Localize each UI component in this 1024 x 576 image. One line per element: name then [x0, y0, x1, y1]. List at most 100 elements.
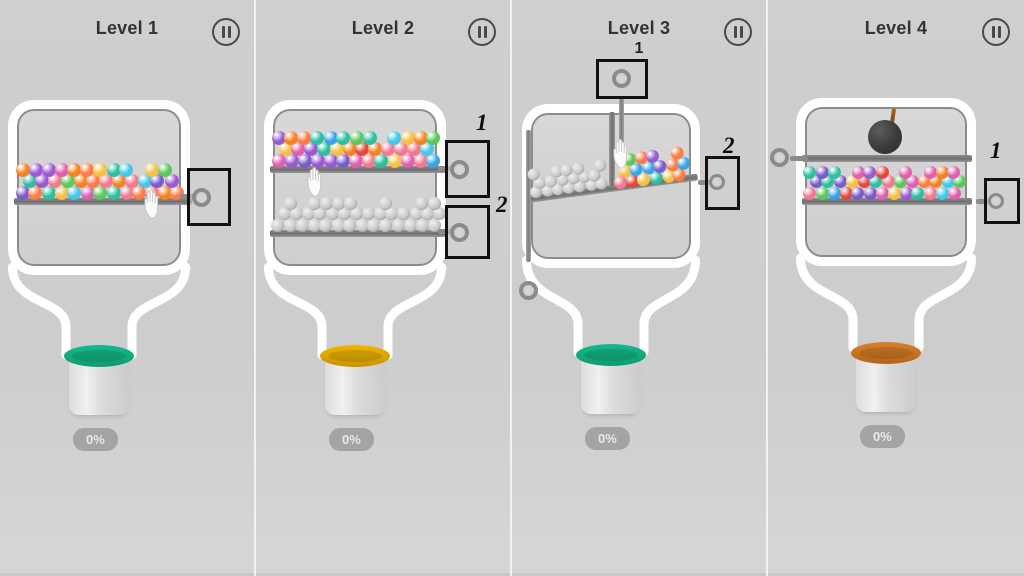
ball: [815, 187, 829, 201]
collector-cup: [320, 345, 390, 417]
ball: [881, 175, 895, 189]
ball: [319, 219, 333, 233]
ball: [387, 153, 402, 168]
ball: [16, 185, 31, 200]
ring-pin-icon[interactable]: [709, 174, 725, 190]
ball: [427, 219, 441, 233]
ball: [355, 142, 370, 157]
gate-bar-1: [14, 198, 192, 205]
ball: [380, 142, 395, 157]
ball: [28, 185, 43, 200]
ball: [313, 207, 327, 221]
page-title: Level 2: [351, 18, 415, 38]
ball: [391, 219, 405, 233]
ball: [396, 207, 410, 221]
pause-icon[interactable]: [212, 18, 240, 46]
ball: [295, 219, 309, 233]
pause-icon[interactable]: [982, 18, 1010, 46]
ball: [137, 173, 152, 188]
progress-badge: 0%: [73, 428, 118, 451]
ring-pin-icon[interactable]: [519, 281, 538, 300]
ring-pin-icon[interactable]: [450, 160, 469, 179]
ball: [367, 142, 382, 157]
ball: [157, 185, 172, 200]
pin-number-label: 2: [723, 133, 735, 158]
ball: [864, 187, 878, 201]
page-title: Level 1: [95, 18, 159, 38]
pause-icon[interactable]: [724, 18, 752, 46]
ring-pin-icon[interactable]: [988, 193, 1004, 209]
ball: [875, 187, 889, 201]
pin-number-label: 1: [634, 40, 644, 57]
ball: [923, 166, 937, 179]
ball: [284, 130, 299, 145]
ball: [911, 187, 925, 201]
ball: [278, 142, 293, 157]
ball: [840, 187, 854, 201]
ball: [571, 161, 585, 175]
ball: [426, 130, 441, 145]
ball: [290, 207, 304, 221]
hand-cursor-icon: [142, 188, 168, 220]
ball: [42, 185, 57, 200]
ball: [425, 153, 440, 168]
ball: [325, 207, 339, 221]
ball: [407, 142, 422, 157]
ball: [119, 185, 134, 200]
ball: [54, 185, 69, 200]
ball: [432, 207, 446, 221]
ball: [362, 207, 376, 221]
pin-number-label: 1: [476, 110, 488, 135]
ball: [936, 187, 950, 201]
ball: [414, 130, 429, 145]
progress-badge: 0%: [329, 428, 374, 451]
ball: [41, 162, 56, 177]
level-panel-1: Level 1 0%: [0, 0, 256, 576]
ball: [307, 219, 321, 233]
jar-funnel: [264, 262, 446, 360]
cup-rim: [851, 342, 921, 364]
ball: [401, 153, 416, 168]
ball: [348, 153, 363, 168]
ball: [362, 130, 377, 145]
ball: [16, 162, 31, 177]
ball: [420, 142, 435, 157]
pause-icon[interactable]: [468, 18, 496, 46]
ball: [301, 207, 315, 221]
jar-body: [264, 100, 446, 275]
ring-pin-icon[interactable]: [450, 223, 469, 242]
ball: [157, 162, 172, 177]
ball: [150, 173, 165, 188]
ball: [379, 197, 393, 211]
ball: [409, 207, 423, 221]
ball: [852, 166, 866, 179]
ball: [297, 153, 312, 168]
ball: [899, 166, 913, 179]
ball: [112, 173, 127, 188]
ball: [924, 187, 938, 201]
ball: [316, 142, 331, 157]
ball: [310, 130, 325, 145]
ball: [869, 175, 883, 189]
ring-pin-icon[interactable]: [612, 69, 631, 88]
ball: [329, 142, 344, 157]
ball: [404, 219, 418, 233]
ball: [356, 219, 370, 233]
ball: [349, 130, 364, 145]
ring-pin-icon[interactable]: [192, 188, 211, 207]
level-panel-3: Level 3 1 2: [512, 0, 768, 576]
cup-rim: [576, 344, 646, 366]
ball: [343, 219, 357, 233]
ball: [271, 219, 285, 233]
ring-pin-icon[interactable]: [770, 148, 789, 167]
hand-cursor-icon: [611, 138, 637, 170]
bomb-icon: [868, 107, 902, 156]
ball: [947, 166, 961, 179]
ball: [285, 153, 300, 168]
ball: [948, 187, 962, 201]
level-panel-2: Level 2 1 2: [256, 0, 512, 576]
ball: [803, 187, 817, 201]
cup-rim: [64, 345, 134, 367]
ball: [400, 130, 415, 145]
page-title: Level 4: [864, 18, 928, 38]
